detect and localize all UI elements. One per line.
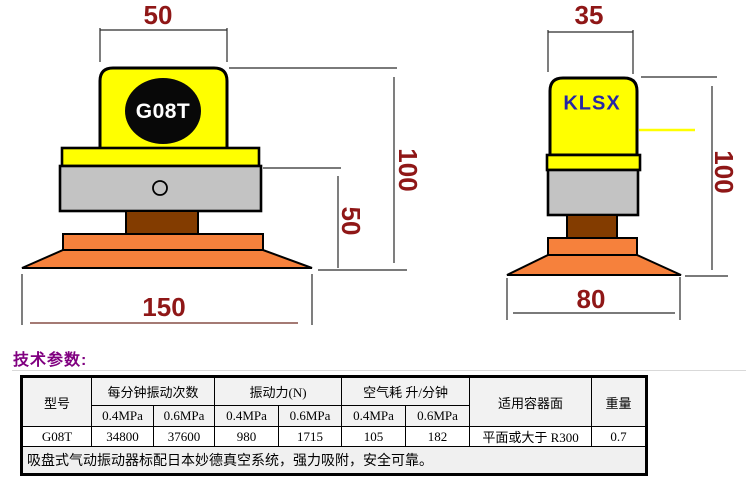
side-cup-collar bbox=[547, 237, 638, 256]
front-badge-ellipse bbox=[125, 78, 201, 144]
cell-force-04: 980 bbox=[214, 426, 280, 447]
specs-heading: 技术参数: bbox=[13, 352, 88, 369]
subheader-pressure: 0.4MPa bbox=[214, 405, 280, 427]
front-dim-lower-height: 50 bbox=[336, 206, 366, 236]
front-dim-top-width: 50 bbox=[143, 0, 173, 30]
cell-surface: 平面或大于 R300 bbox=[469, 426, 593, 447]
subheader-pressure: 0.6MPa bbox=[278, 405, 343, 427]
table-data-row: G08T 34800 37600 980 1715 105 182 平面或大于 … bbox=[21, 426, 648, 447]
front-dim-height: 100 bbox=[393, 148, 423, 192]
subheader-pressure: 0.4MPa bbox=[341, 405, 407, 427]
cell-model: G08T bbox=[21, 426, 92, 447]
side-flange-yellow bbox=[545, 153, 642, 172]
front-cup-collar bbox=[62, 233, 264, 251]
front-flange-yellow bbox=[60, 146, 261, 168]
side-housing-gray bbox=[546, 168, 640, 217]
front-view bbox=[21, 66, 313, 269]
side-body bbox=[548, 76, 639, 157]
cell-force-06: 1715 bbox=[278, 426, 343, 447]
cell-weight: 0.7 bbox=[591, 426, 648, 447]
side-brand-label: KLSX bbox=[563, 92, 621, 115]
header-air-consumption: 空气耗 升/分钟 bbox=[341, 376, 471, 406]
header-model: 型号 bbox=[21, 376, 92, 427]
front-mount-brown bbox=[125, 210, 199, 235]
note-text: 吸盘式气动振动器标配日本妙德真空系统，强力吸附，安全可靠。 bbox=[20, 446, 648, 475]
subheader-pressure: 0.6MPa bbox=[405, 405, 471, 427]
cell-air-06: 182 bbox=[405, 426, 471, 447]
subheader-pressure: 0.4MPa bbox=[91, 405, 154, 427]
cell-vibration-04: 34800 bbox=[91, 426, 154, 447]
side-dim-top-width: 35 bbox=[574, 0, 604, 30]
side-mount-brown bbox=[566, 214, 618, 239]
header-vibrations-per-min: 每分钟振动次数 bbox=[90, 376, 216, 406]
front-housing-gray bbox=[58, 164, 263, 213]
side-dim-base-width: 80 bbox=[576, 284, 606, 314]
front-suction-cup bbox=[21, 249, 313, 269]
side-suction-cup bbox=[506, 254, 682, 276]
front-dim-base-width: 150 bbox=[142, 292, 186, 322]
front-port-hole bbox=[152, 180, 168, 196]
side-view bbox=[506, 76, 695, 276]
header-weight: 重量 bbox=[591, 376, 648, 427]
table-note-row: 吸盘式气动振动器标配日本妙德真空系统，强力吸附，安全可靠。 bbox=[20, 446, 648, 475]
cell-air-04: 105 bbox=[341, 426, 407, 447]
side-dim-height: 100 bbox=[709, 150, 739, 194]
spec-table: 型号 每分钟振动次数 振动力(N) 空气耗 升/分钟 适用容器面 重量 0.4M… bbox=[20, 375, 649, 476]
front-model-badge-label: G08T bbox=[135, 100, 191, 123]
heading-rule bbox=[12, 370, 746, 371]
cell-vibration-06: 37600 bbox=[152, 426, 216, 447]
header-vibration-force: 振动力(N) bbox=[214, 376, 343, 406]
subheader-pressure: 0.6MPa bbox=[152, 405, 216, 427]
dimension-diagram bbox=[21, 28, 728, 325]
front-view-dimension-lines bbox=[21, 28, 407, 325]
table-subheader-row: 0.4MPa 0.6MPa 0.4MPa 0.6MPa 0.4MPa 0.6MP… bbox=[22, 405, 647, 427]
side-view-dimension-lines bbox=[506, 30, 728, 320]
header-container-surface: 适用容器面 bbox=[469, 376, 593, 427]
table-header-row: 型号 每分钟振动次数 振动力(N) 空气耗 升/分钟 适用容器面 重量 bbox=[21, 376, 648, 427]
